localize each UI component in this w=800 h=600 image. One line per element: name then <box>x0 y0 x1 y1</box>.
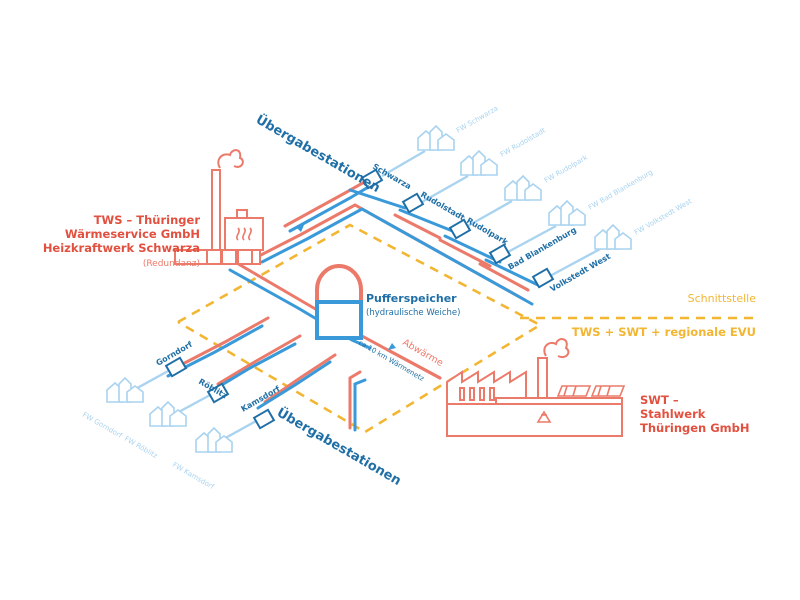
house-icon <box>149 400 187 427</box>
heat-icon <box>236 227 252 241</box>
pufferspeicher-subtitle: (hydraulische Weiche) <box>366 308 460 318</box>
swt-steel-plant <box>446 357 623 437</box>
house-icon <box>594 223 632 250</box>
house-icon <box>548 199 586 226</box>
station-boxes-top <box>360 168 555 289</box>
schnittstelle-parties: TWS + SWT + regionale EVU <box>572 325 756 339</box>
flow-arrows <box>296 225 396 350</box>
station-label-rudolpark: Rudolpark <box>465 216 510 247</box>
fw-label-schwarza: FW Schwarza <box>455 104 500 134</box>
house-icon <box>106 376 144 403</box>
swt-label-line3: Thüringen GmbH <box>640 421 750 435</box>
swt-label-line1: SWT – <box>640 393 679 407</box>
tws-label-line1: TWS – Thüringer <box>94 213 201 227</box>
pufferspeicher-title: Pufferspeicher <box>366 292 457 305</box>
swt-label-line2: Stahlwerk <box>640 407 706 421</box>
house-icons-top <box>417 124 632 250</box>
station-label-kamsdorf: Kamsdorf <box>240 384 282 414</box>
house-icon <box>417 124 455 151</box>
tws-label-note: (Redundanz) <box>143 259 200 269</box>
smoke-icon <box>543 338 570 358</box>
station-label-rudolstadt: Rudolstadt <box>419 190 466 223</box>
tws-label-line3: Heizkraftwerk Schwarza <box>43 241 200 255</box>
fw-label-rudolstadt: FW Rudolstadt <box>499 126 547 158</box>
tws-power-plant <box>174 169 264 265</box>
smoke-icon <box>217 149 244 169</box>
schnittstelle-boundary <box>177 223 758 434</box>
house-icons-bottom <box>106 376 233 453</box>
pufferspeicher-tank <box>315 264 363 340</box>
station-boxes-bottom <box>164 356 276 430</box>
house-icon <box>195 426 233 453</box>
house-icon <box>460 149 498 176</box>
recycle-icon <box>536 410 552 423</box>
fw-label-bad-blankenburg: FW Bad Blankenburg <box>587 168 654 211</box>
fw-label-volkstedt-west: FW Volkstedt West <box>633 197 694 237</box>
fw-label-gorndorf: FW Gorndorf <box>81 411 124 440</box>
fw-label-rudolpark: FW Rudolpark <box>543 153 590 185</box>
fw-label-kamsdorf: FW Kamsdorf <box>171 461 216 491</box>
solar-panel-icon <box>556 385 626 397</box>
uebergabestationen-top-label: Übergabestationen <box>253 112 383 196</box>
fw-label-roeblitz: FW Röblitz <box>123 435 159 460</box>
fw-connections-top <box>381 149 603 278</box>
tws-label-line2: Wärmeservice GmbH <box>65 227 200 241</box>
pipes-bottom <box>166 260 442 432</box>
schnittstelle-label: Schnittstelle <box>688 292 757 305</box>
house-icon <box>504 174 542 201</box>
